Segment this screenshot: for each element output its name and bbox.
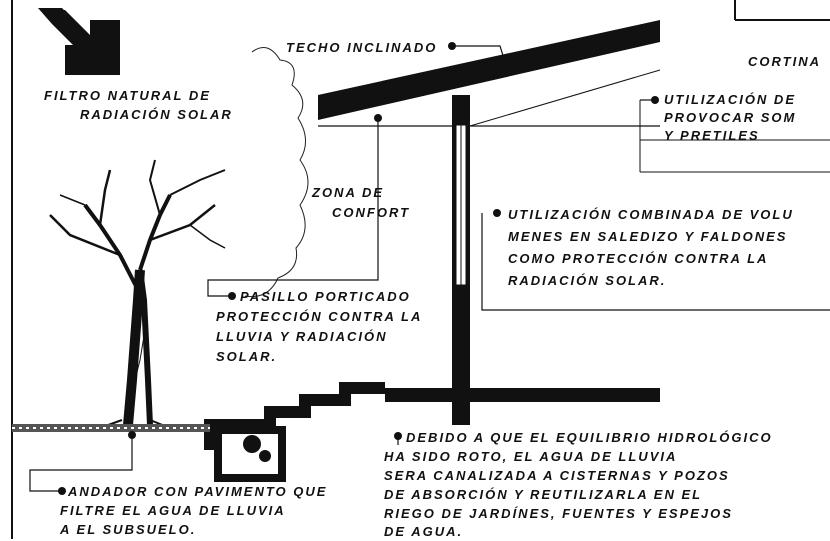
tree-icon <box>49 159 226 429</box>
label-utilizacion1-3: Y PRETILES <box>664 128 760 143</box>
label-andador-3: A EL SUBSUELO. <box>60 522 197 537</box>
label-pasillo-2: PROTECCIÓN CONTRA LA <box>216 309 423 324</box>
cistern <box>214 426 286 482</box>
label-utilizacion1-2: PROVOCAR SOM <box>664 110 797 125</box>
label-utilizacion2-1: UTILIZACIÓN COMBINADA DE VOLU <box>508 207 794 222</box>
label-utilizacion2-3: COMO PROTECCIÓN CONTRA LA <box>508 251 769 266</box>
label-debido-6: DE AGUA. <box>384 524 464 539</box>
label-utilizacion1-1: UTILIZACIÓN DE <box>664 92 796 107</box>
label-andador-1: ANDADOR CON PAVIMENTO QUE <box>68 484 328 499</box>
label-debido-3: SERA CANALIZADA A CISTERNAS Y POZOS <box>384 468 730 483</box>
label-pasillo-4: SOLAR. <box>216 349 278 364</box>
label-debido-4: DE ABSORCIÓN Y REUTILIZARLA EN EL <box>384 487 703 502</box>
label-utilizacion2-4: RADIACIÓN SOLAR. <box>508 273 667 288</box>
tree-canopy <box>244 47 309 298</box>
label-andador-2: FILTRE EL AGUA DE LLUVIA <box>60 503 286 518</box>
label-utilizacion2-2: MENES EN SALEDIZO Y FALDONES <box>508 229 788 244</box>
sloped-roof <box>318 20 660 120</box>
label-debido-2: HA SIDO ROTO, EL AGUA DE LLUVIA <box>384 449 678 464</box>
label-pasillo-1: PASILLO PORTICADO <box>240 289 411 304</box>
label-filtro-2: RADIACIÓN SOLAR <box>80 107 233 122</box>
leader-lines <box>29 45 830 492</box>
label-zona-1: ZONA DE <box>312 185 385 200</box>
label-debido-5: RIEGO DE JARDÍNES, FUENTES Y ESPEJOS <box>384 506 733 521</box>
leader-dot-icon <box>58 42 659 495</box>
floor-slab <box>385 388 660 402</box>
label-techo: TECHO INCLINADO <box>286 40 438 55</box>
label-debido-1: DEBIDO A QUE EL EQUILIBRIO HIDROLÓGICO <box>406 430 773 445</box>
label-zona-2: CONFORT <box>332 205 411 220</box>
label-pasillo-3: LLUVIA Y RADIACIÓN <box>216 329 388 344</box>
stairs <box>204 382 385 450</box>
label-cortina: CORTINA <box>748 54 821 69</box>
label-filtro-1: FILTRO NATURAL DE <box>44 88 211 103</box>
